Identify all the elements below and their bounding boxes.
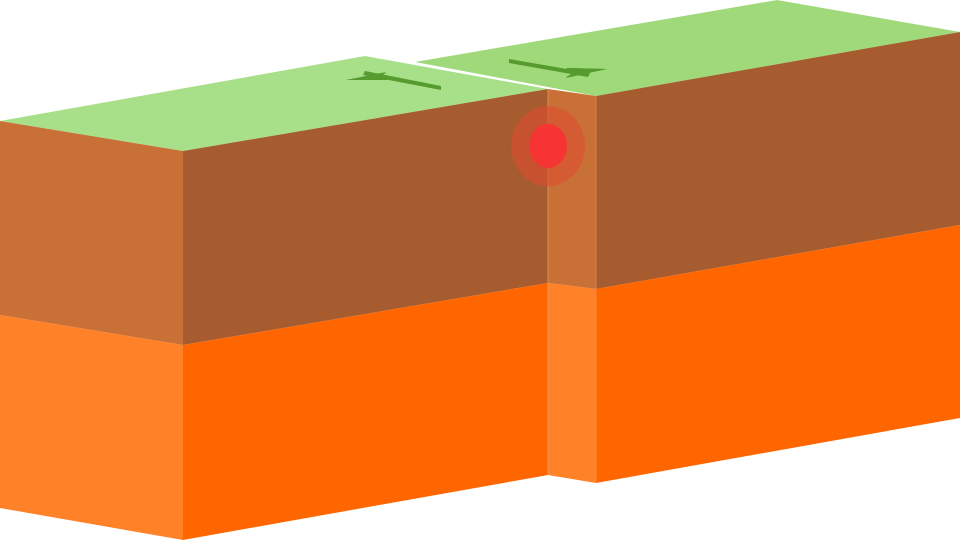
left-block-upper-layer-side bbox=[0, 121, 183, 345]
left-block-lower-layer-side bbox=[0, 315, 183, 540]
left-block-top-surface bbox=[0, 56, 548, 151]
fault-side-lower-layer bbox=[548, 283, 596, 483]
right-block-upper-layer-front bbox=[596, 32, 960, 289]
arrow-left-icon bbox=[346, 71, 441, 90]
right-block-top-surface bbox=[415, 0, 960, 96]
left-block bbox=[0, 56, 548, 540]
left-block-upper-layer-front bbox=[183, 89, 548, 345]
right-block-lower-layer-front bbox=[596, 225, 960, 483]
arrow-right-icon bbox=[509, 59, 607, 78]
left-block-lower-layer-front bbox=[183, 283, 548, 540]
earthquake-focus-icon bbox=[511, 106, 585, 186]
